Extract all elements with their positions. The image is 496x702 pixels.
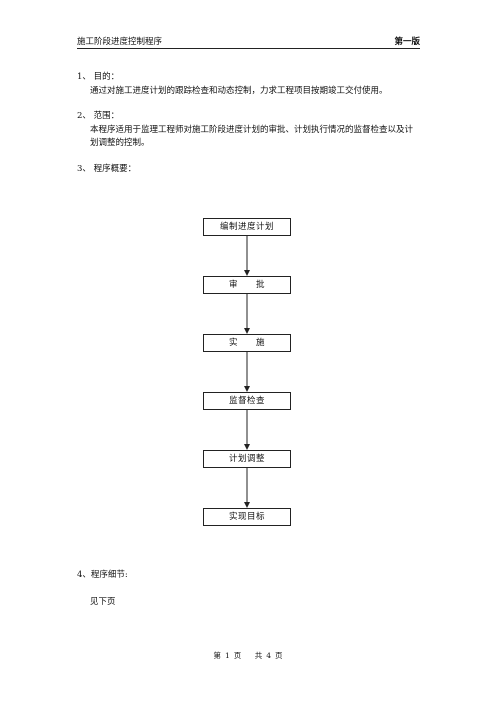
flow-step-goal: 实现目标 <box>203 508 291 526</box>
edition-label: 第一版 <box>394 37 420 47</box>
page-prefix: 第 <box>213 651 221 660</box>
page-header: 施工阶段进度控制程序 第一版 <box>77 34 420 49</box>
section-2-heading: 2、 范围： <box>77 111 120 121</box>
flow-step-approve: 审 批 <box>203 276 291 294</box>
total-suffix: 页 <box>275 651 283 660</box>
page-number: 1 <box>224 651 230 660</box>
section-4-body: 见下页 <box>90 597 116 607</box>
document-title: 施工阶段进度控制程序 <box>77 37 163 47</box>
section-2-body-line-1: 本程序适用于监理工程师对施工阶段进度计划的审批、计划执行情况的监督检查以及计 <box>90 125 414 135</box>
total-pages: 4 <box>266 651 272 660</box>
section-3-heading: 3、 程序概要： <box>77 164 137 174</box>
total-prefix: 共 <box>254 651 263 660</box>
flow-step-plan: 编制进度计划 <box>203 218 291 236</box>
flow-step-implement: 实 施 <box>203 334 291 352</box>
section-1-heading: 1、 目的： <box>77 72 120 82</box>
flow-step-adjust: 计划调整 <box>203 450 291 468</box>
section-1-body: 通过对施工进度计划的跟踪检查和动态控制，力求工程项目按期竣工交付使用。 <box>90 86 388 96</box>
page-suffix: 页 <box>233 651 242 660</box>
flow-step-inspect: 监督检查 <box>203 392 291 410</box>
section-2-body-line-2: 划调整的控制。 <box>90 138 150 148</box>
section-4-heading: 4、程序细节: <box>77 570 128 580</box>
